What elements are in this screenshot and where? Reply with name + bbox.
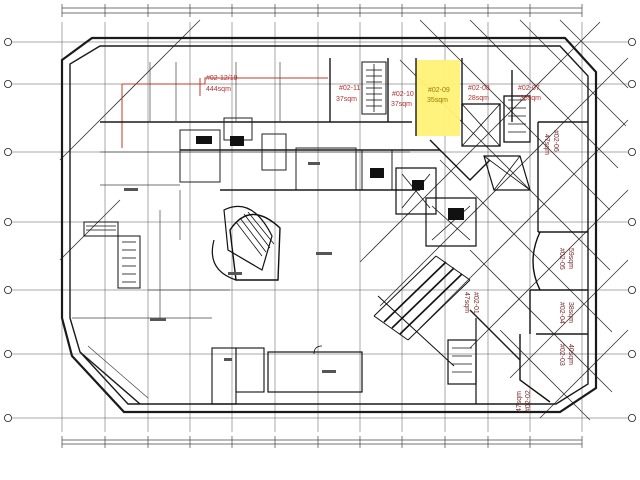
core-blocks bbox=[179, 117, 440, 191]
unit-label-02-12-19[interactable]: #02-12/19 444sqm bbox=[206, 75, 238, 93]
unit-name: #02-12/19 bbox=[206, 75, 238, 82]
central-curved-stair bbox=[211, 205, 281, 281]
unit-name: #02-08 bbox=[468, 85, 490, 92]
unit-area: 47sqm bbox=[543, 134, 550, 155]
top-dimension-line bbox=[61, 4, 583, 17]
building-outline bbox=[60, 36, 598, 414]
unit-label-02-05[interactable]: #02-05 59sqm bbox=[558, 248, 574, 270]
unit-name: #02-01 bbox=[472, 292, 479, 314]
unit-area: 38sqm bbox=[520, 95, 541, 102]
unit-name: #02-07 bbox=[518, 85, 540, 92]
unit-label-02-08[interactable]: #02-08 28sqm bbox=[468, 85, 490, 102]
unit-name: #02-11 bbox=[339, 85, 360, 92]
unit-label-02-10[interactable]: #02-10 37sqm bbox=[391, 91, 414, 108]
unit-label-02-01[interactable]: #02-01 47sqm bbox=[463, 292, 479, 314]
unit-label-02-02[interactable]: #02-02 47sqm bbox=[516, 390, 532, 412]
unit-name: #02-03 bbox=[558, 344, 565, 366]
right-shop-partitions bbox=[469, 121, 588, 403]
unit-name: #02-02 bbox=[525, 390, 532, 412]
unit-name: #02-09 bbox=[428, 87, 450, 94]
unit-label-02-03[interactable]: #02-03 40sqm bbox=[558, 344, 574, 366]
right-core bbox=[395, 95, 531, 247]
unit-label-02-06[interactable]: #02-06 47sqm bbox=[543, 130, 559, 155]
diagonal-grid-lines bbox=[59, 19, 629, 421]
grid-bubbles-left bbox=[4, 38, 12, 422]
unit-area: 47sqm bbox=[463, 292, 470, 313]
grid-bubbles-right bbox=[628, 38, 637, 422]
bottom-partitions bbox=[72, 190, 477, 405]
bottom-dimension-line bbox=[61, 436, 583, 448]
highlight-unit-02-09[interactable] bbox=[416, 60, 460, 136]
unit-02-12-19-outline bbox=[122, 77, 328, 85]
unit-name: #02-05 bbox=[558, 248, 565, 270]
unit-label-02-04[interactable]: #02-04 38sqm bbox=[558, 302, 574, 324]
small-area-labels bbox=[124, 162, 336, 373]
unit-area: 444sqm bbox=[206, 86, 231, 93]
unit-area: 37sqm bbox=[336, 96, 357, 103]
unit-area: 59sqm bbox=[567, 248, 574, 269]
unit-name: #02-04 bbox=[558, 302, 565, 324]
unit-area: 28sqm bbox=[468, 95, 489, 102]
stair-top-center bbox=[361, 61, 387, 115]
unit-area: 40sqm bbox=[567, 344, 574, 365]
unit-area: 37sqm bbox=[391, 101, 412, 108]
unit-label-02-09[interactable]: #02-09 35sqm bbox=[427, 87, 450, 104]
unit-label-02-11[interactable]: #02-11 37sqm bbox=[336, 85, 360, 103]
unit-area: 35sqm bbox=[427, 97, 448, 104]
unit-label-02-07[interactable]: #02-07 38sqm bbox=[518, 85, 541, 102]
stair-left bbox=[83, 221, 141, 289]
unit-area: 47sqm bbox=[516, 391, 523, 412]
building-inner-outline bbox=[69, 45, 589, 405]
unit-name: #02-10 bbox=[392, 91, 414, 98]
unit-area: 38sqm bbox=[567, 302, 574, 323]
unit-name: #02-06 bbox=[552, 130, 559, 152]
